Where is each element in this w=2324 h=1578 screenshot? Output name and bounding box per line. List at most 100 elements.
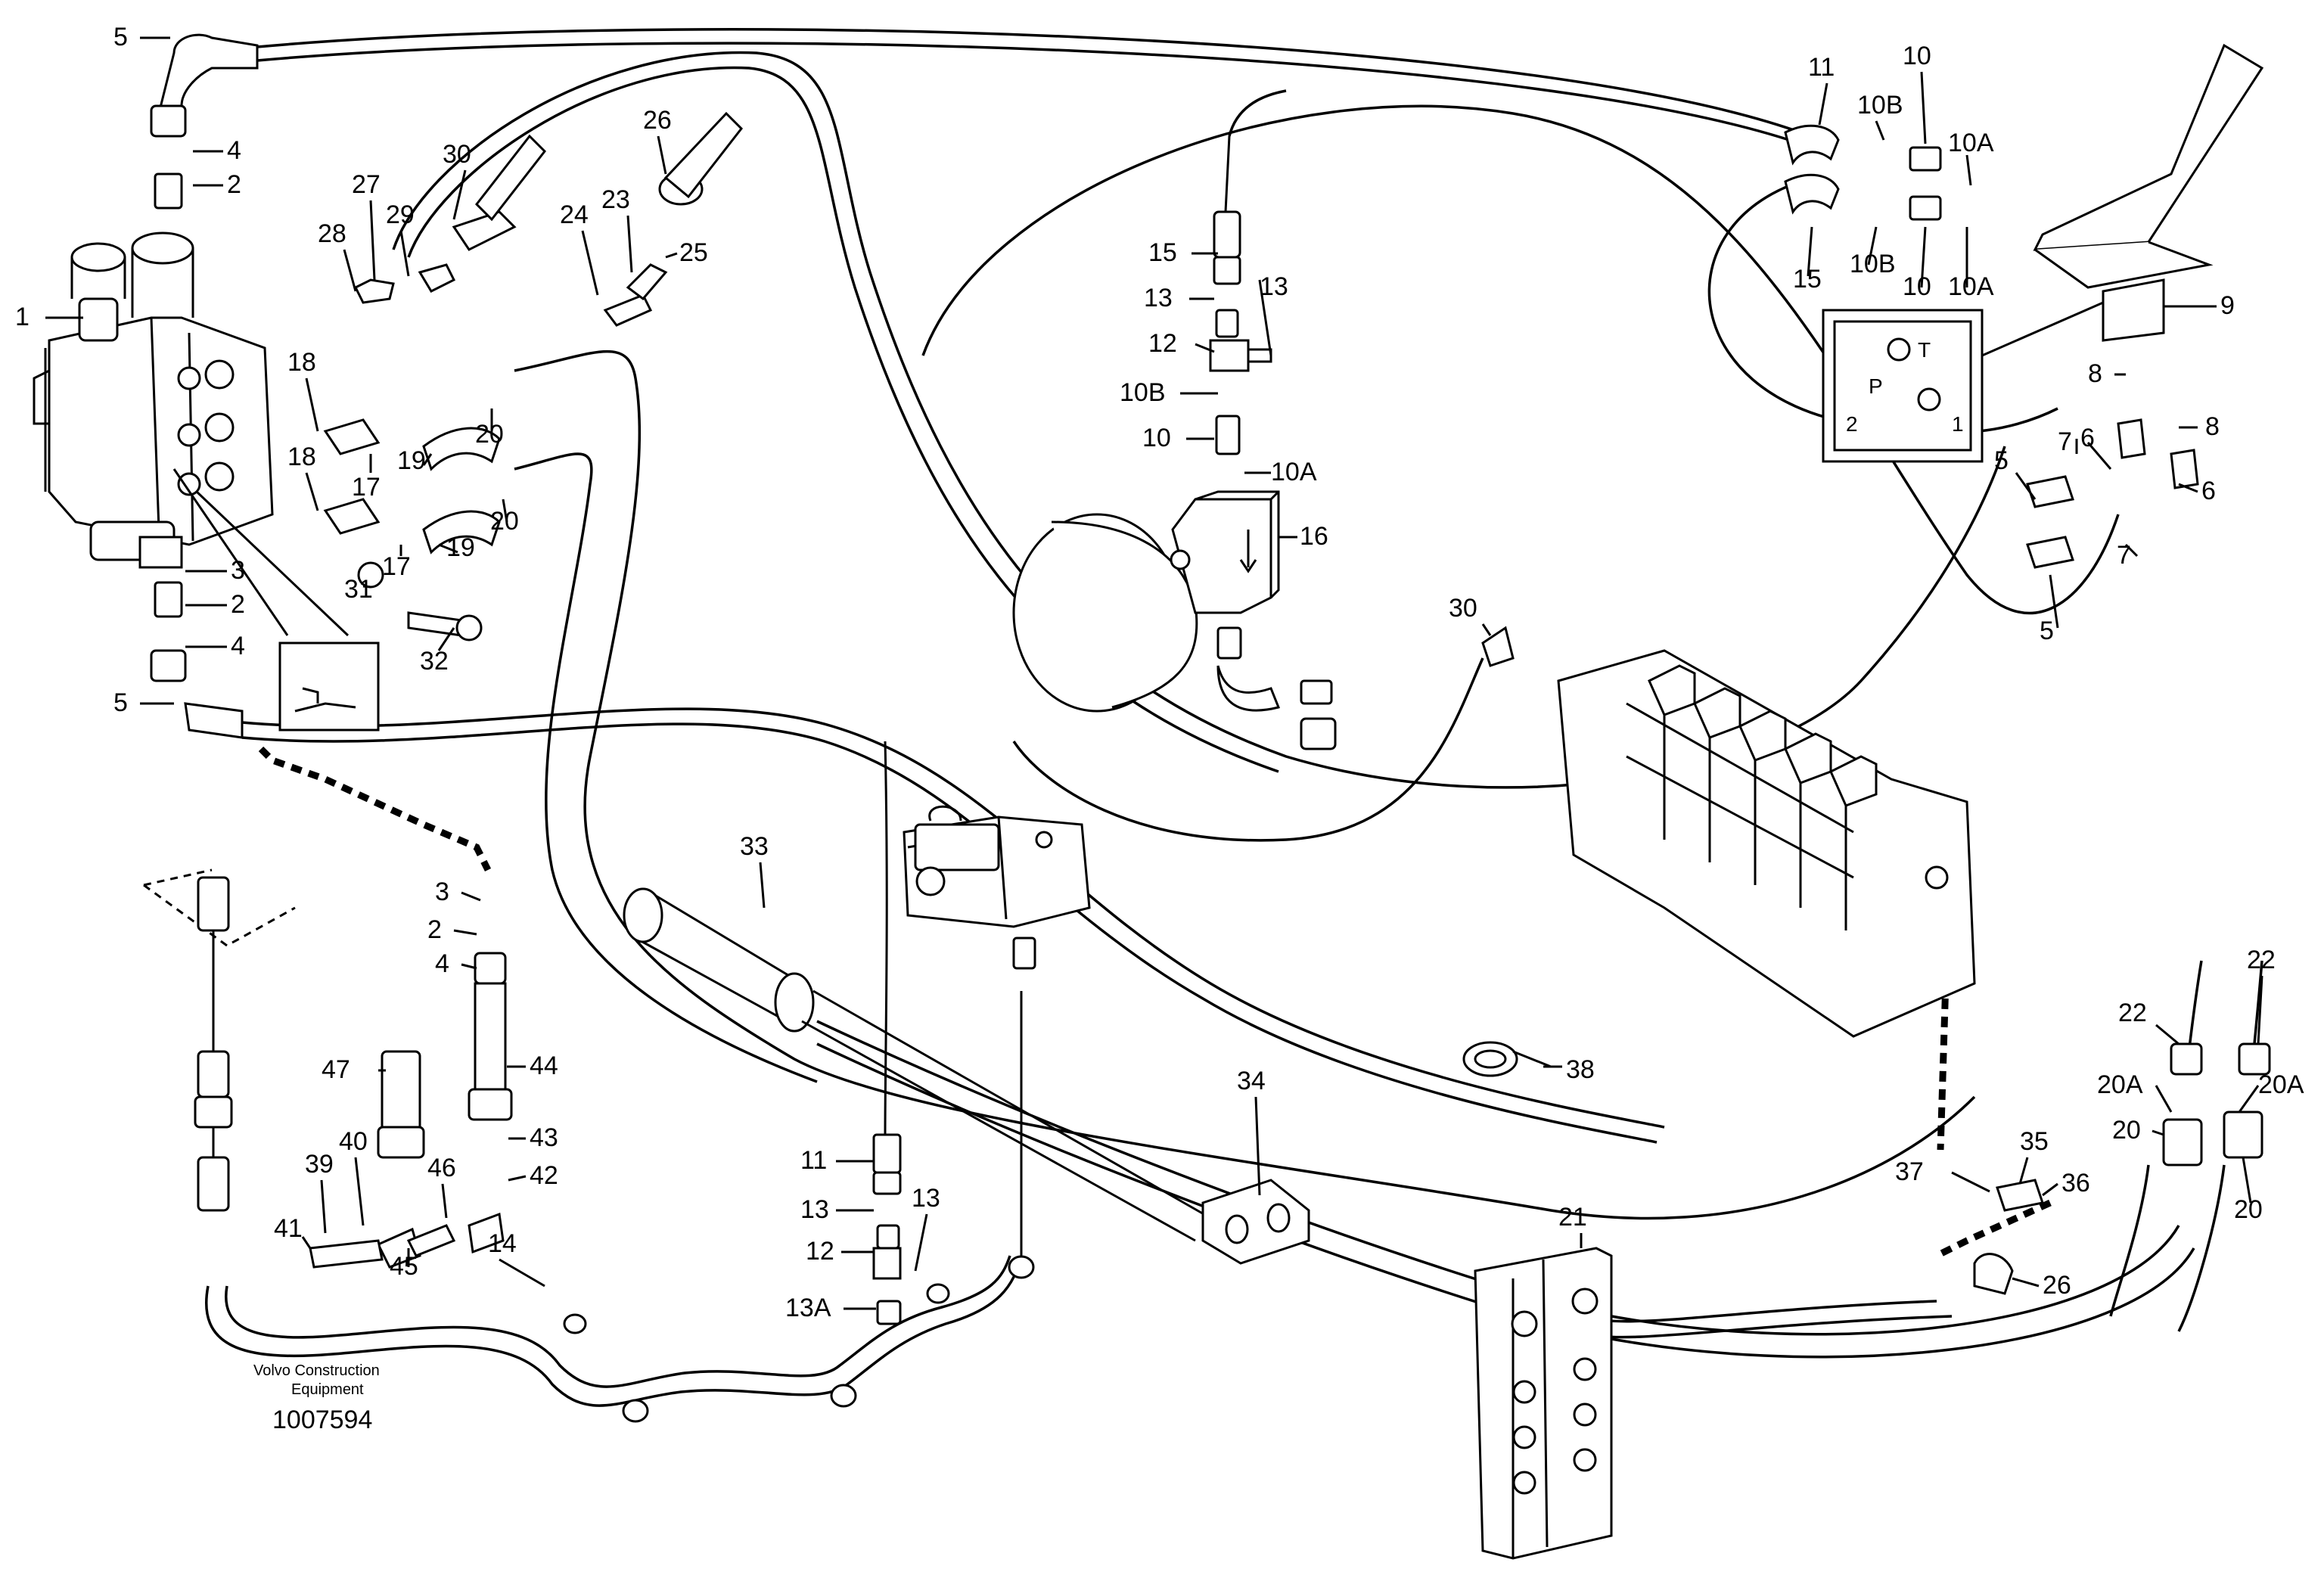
callout-label: 43 xyxy=(530,1123,558,1152)
callout-label: 26 xyxy=(643,106,672,135)
drain-line-left xyxy=(258,746,492,872)
hose-20-lower xyxy=(514,452,818,1083)
multi-section-valve-block xyxy=(1557,649,1976,1038)
callout-label: 30 xyxy=(443,140,471,169)
foot-pedal-9 xyxy=(2033,43,2264,342)
drawing-number: 1007594 xyxy=(272,1406,372,1434)
drawing-caption: Volvo Construction Equipment 1007594 xyxy=(253,1362,380,1434)
callout-label: 1 xyxy=(15,303,30,331)
port-label-t: T xyxy=(1918,338,1931,362)
hose-20-right-down-a xyxy=(2109,1164,2150,1317)
callout-label: 46 xyxy=(427,1154,456,1182)
port-label-1: 1 xyxy=(1952,412,1964,436)
solenoid-valve xyxy=(903,805,1091,928)
hose-30-solenoid xyxy=(1012,657,1484,842)
callout-label: 10A xyxy=(1948,272,1994,301)
maker-name-line2: Equipment xyxy=(291,1381,364,1398)
callout-label: 20A xyxy=(2258,1070,2304,1099)
callout-label: 13 xyxy=(1144,284,1173,312)
maker-name-line1: Volvo Construction xyxy=(253,1362,380,1379)
callout-label: 20 xyxy=(2112,1116,2141,1145)
callout-label: 23 xyxy=(601,185,630,214)
callout-label: 15 xyxy=(1148,238,1177,267)
top-fittings-left xyxy=(150,33,1515,739)
control-valve-1 xyxy=(33,231,274,569)
callout-label: 11 xyxy=(800,1146,827,1175)
callout-label: 13 xyxy=(912,1184,940,1213)
callout-label: 5 xyxy=(1994,446,2009,475)
hose-pedal-right xyxy=(1707,180,2058,435)
callout-label: 10 xyxy=(1903,272,1931,301)
callout-label: 33 xyxy=(740,832,769,861)
pipe-14-b xyxy=(225,1255,1011,1388)
callout-label: 37 xyxy=(1895,1157,1924,1186)
callout-label: 35 xyxy=(2020,1127,2049,1156)
callout-label: 18 xyxy=(287,443,316,471)
callout-label: 19 xyxy=(397,446,426,475)
callout-label: 32 xyxy=(420,647,449,676)
protective-sleeve-33 xyxy=(623,887,1211,1242)
callout-label: 38 xyxy=(1566,1055,1595,1084)
detail-inset xyxy=(172,468,380,732)
pipe-15-11 xyxy=(884,135,1231,1135)
callout-label: 4 xyxy=(231,632,245,660)
hose-top-long-b xyxy=(256,28,1801,134)
port-label-2: 2 xyxy=(1846,412,1858,436)
callout-label: 5 xyxy=(113,23,128,51)
callout-label: 45 xyxy=(390,1252,418,1281)
callout-label: 7 xyxy=(2117,541,2131,570)
callout-label: 10A xyxy=(1271,458,1317,486)
callout-label: 13 xyxy=(800,1195,829,1224)
callout-label: 11 xyxy=(1808,53,1835,82)
callout-label: 17 xyxy=(352,473,381,502)
callout-label: 19 xyxy=(446,533,475,562)
callout-label: 7 xyxy=(2058,427,2072,456)
callout-label: 24 xyxy=(560,200,589,229)
callout-label: 8 xyxy=(2205,412,2220,441)
callout-label: 10A xyxy=(1948,129,1994,157)
callout-label: 5 xyxy=(113,688,128,717)
callout-label: 8 xyxy=(2088,359,2102,388)
callout-label: 3 xyxy=(231,556,245,585)
center-fittings xyxy=(1209,210,1337,750)
callout-label: 12 xyxy=(806,1237,834,1266)
callout-label: 18 xyxy=(287,348,316,377)
callout-label: 10B xyxy=(1857,91,1903,120)
callout-label: 20 xyxy=(2234,1195,2263,1224)
callout-label: 10B xyxy=(1850,250,1896,278)
accumulator-16 xyxy=(1012,490,1280,713)
callout-label: 2 xyxy=(427,915,442,944)
callout-label: 5 xyxy=(2040,617,2054,645)
port-label-p: P xyxy=(1869,374,1883,398)
left-lower-assembly xyxy=(143,868,1035,1423)
callout-label: 42 xyxy=(530,1161,558,1190)
hose-15-top xyxy=(1228,89,1287,137)
callout-label: 25 xyxy=(679,238,708,267)
callout-label: 4 xyxy=(435,949,449,978)
callout-label: 39 xyxy=(305,1150,334,1179)
callout-label: 31 xyxy=(344,575,373,604)
callout-label: 44 xyxy=(530,1051,558,1080)
center-lower-fittings xyxy=(872,937,1036,1325)
callout-label: 3 xyxy=(435,878,449,906)
callout-label: 10 xyxy=(1142,424,1171,452)
clamp-34 xyxy=(1201,1179,1310,1265)
callout-label: 17 xyxy=(382,552,411,581)
callout-label: 16 xyxy=(1300,522,1328,551)
callout-label: 13 xyxy=(1260,272,1288,301)
callout-label: 41 xyxy=(274,1214,303,1243)
callout-label: 22 xyxy=(2118,999,2147,1027)
callout-label: 4 xyxy=(227,136,241,165)
callout-label: 10 xyxy=(1903,42,1931,70)
callout-label: 6 xyxy=(2201,477,2216,505)
callout-label: 27 xyxy=(352,170,381,199)
callout-label: 29 xyxy=(386,200,415,229)
callout-label: 20A xyxy=(2097,1070,2143,1099)
hose-20-right-down-b xyxy=(2177,1164,2226,1332)
callout-label: 30 xyxy=(1449,594,1477,623)
callout-label: 2 xyxy=(231,590,245,619)
callout-label: 20 xyxy=(475,420,504,449)
callout-label: 9 xyxy=(2220,291,2235,320)
